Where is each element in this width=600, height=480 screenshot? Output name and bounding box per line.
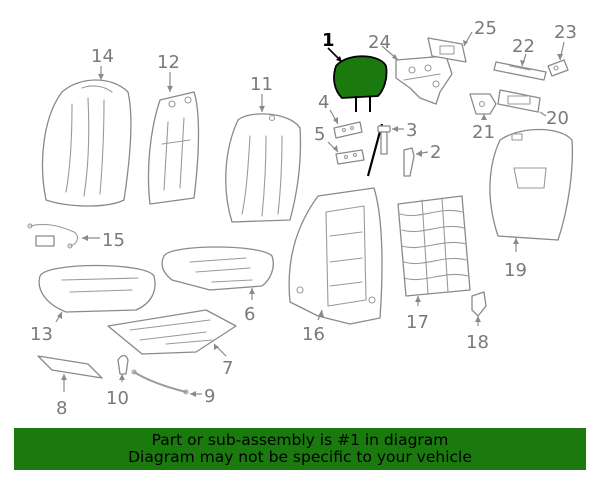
leader-20 — [539, 111, 547, 117]
callout-7[interactable]: 7 — [222, 358, 233, 379]
part-17-spring-mat[interactable] — [397, 195, 471, 297]
callout-12[interactable]: 12 — [157, 52, 180, 73]
part-21-small-bracket[interactable] — [469, 93, 497, 115]
callout-9[interactable]: 9 — [204, 386, 215, 407]
part-24-bracket[interactable] — [395, 55, 453, 105]
callout-1[interactable]: 1 — [322, 30, 335, 51]
part-10-clip[interactable] — [117, 354, 129, 375]
part-23-connector[interactable] — [547, 59, 569, 77]
callout-11[interactable]: 11 — [250, 74, 273, 95]
part-22-trim-strip[interactable] — [493, 61, 547, 81]
part-2-stud[interactable] — [403, 147, 415, 177]
callout-4[interactable]: 4 — [318, 92, 329, 113]
part-18-clip[interactable] — [471, 291, 487, 317]
part-12-backrest-panel[interactable] — [147, 91, 200, 205]
part-11-backrest-pad[interactable] — [225, 113, 302, 223]
callout-2[interactable]: 2 — [430, 142, 441, 163]
part-3-bolt[interactable] — [377, 125, 391, 155]
callout-3[interactable]: 3 — [406, 120, 417, 141]
callout-13[interactable]: 13 — [30, 324, 53, 345]
part-25-switch-housing[interactable] — [427, 37, 467, 63]
part-13-cushion-pad[interactable] — [38, 264, 156, 313]
callout-8[interactable]: 8 — [56, 398, 67, 419]
part-14-backrest-cover[interactable] — [41, 79, 132, 207]
callout-18[interactable]: 18 — [466, 332, 489, 353]
part-8-pad[interactable] — [37, 355, 103, 379]
callout-23[interactable]: 23 — [554, 22, 577, 43]
part-6-cushion-cover[interactable] — [161, 246, 274, 291]
part-15-wiring-harness[interactable] — [27, 223, 79, 249]
part-1-headrest[interactable] — [333, 55, 388, 177]
callout-14[interactable]: 14 — [91, 46, 114, 67]
callout-16[interactable]: 16 — [302, 324, 325, 345]
callout-10[interactable]: 10 — [106, 388, 129, 409]
callout-20[interactable]: 20 — [546, 108, 569, 129]
part-7-heater-mat[interactable] — [107, 309, 237, 355]
callout-21[interactable]: 21 — [472, 122, 495, 143]
callout-24[interactable]: 24 — [368, 32, 391, 53]
banner-line-2: Diagram may not be specific to your vehi… — [128, 448, 472, 466]
part-5-headrest-guide[interactable] — [335, 149, 365, 165]
callout-25[interactable]: 25 — [474, 18, 497, 39]
part-4-headrest-guide[interactable] — [333, 121, 363, 139]
banner-line-1: Part or sub-assembly is #1 in diagram — [151, 431, 449, 449]
callout-19[interactable]: 19 — [504, 260, 527, 281]
leader-arrowheads — [57, 40, 563, 397]
callout-15[interactable]: 15 — [102, 230, 125, 251]
part-20-switch[interactable] — [497, 89, 541, 113]
callout-17[interactable]: 17 — [406, 312, 429, 333]
part-9-cable[interactable] — [131, 369, 189, 395]
part-19-rear-panel[interactable] — [489, 128, 574, 241]
callout-6[interactable]: 6 — [244, 304, 255, 325]
callout-5[interactable]: 5 — [314, 124, 325, 145]
part-16-seat-frame[interactable] — [288, 187, 383, 325]
info-banner: Part or sub-assembly is #1 in diagram Di… — [14, 428, 586, 470]
callout-22[interactable]: 22 — [512, 36, 535, 57]
